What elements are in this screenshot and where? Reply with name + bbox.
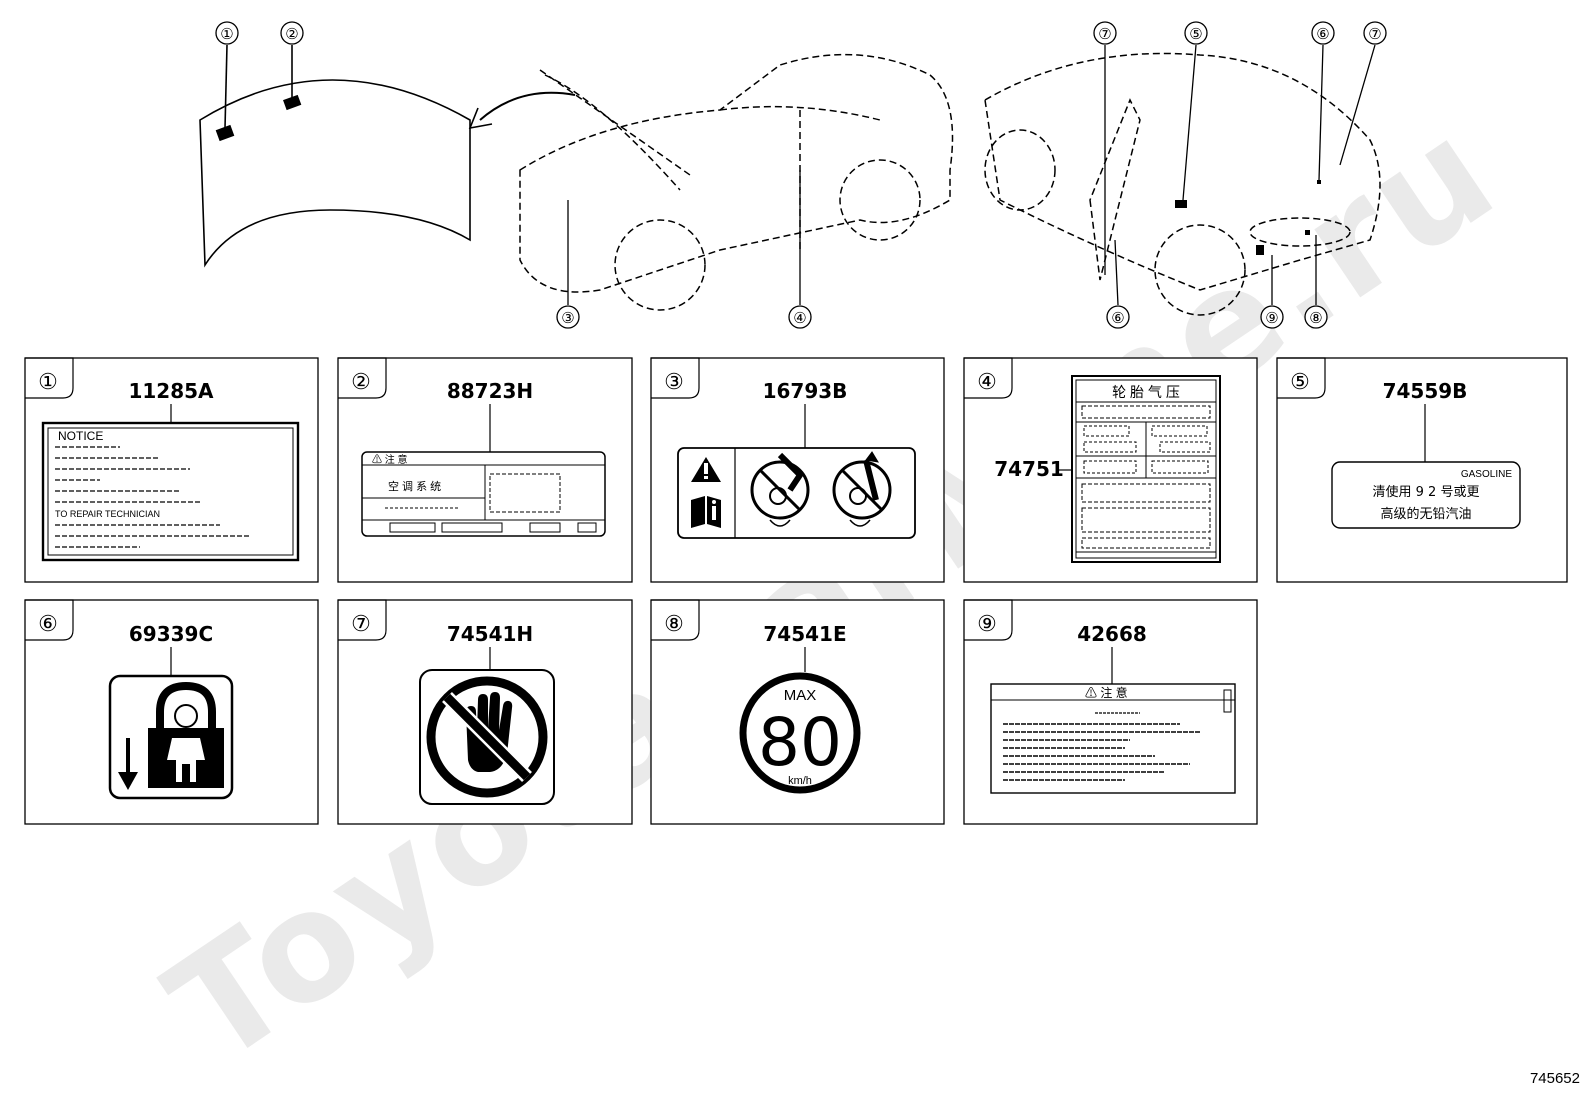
panel-8: ⑧ 74541E MAX 80 km/h bbox=[650, 599, 945, 825]
rear-car-illustration bbox=[984, 52, 1381, 316]
speed-limit-value: 80 bbox=[758, 704, 842, 781]
panel-2: ② 88723H ⚠ 注 意 空 调 系 统 bbox=[337, 357, 633, 583]
hood-callouts: ① ② bbox=[215, 21, 304, 45]
tire-pressure-label bbox=[1071, 375, 1221, 563]
callout-1-hood: ① bbox=[220, 26, 233, 43]
rear-car-callouts: ⑦ ⑤ ⑥ ⑦ ⑥ ⑨ ⑧ bbox=[1093, 21, 1387, 329]
panel-1-index: ① bbox=[38, 369, 58, 394]
notice-heading: NOTICE bbox=[58, 429, 103, 443]
callout-5-car: ⑤ bbox=[1189, 26, 1202, 43]
callout-6-car-bottom: ⑥ bbox=[1111, 310, 1124, 327]
hood-illustration bbox=[199, 44, 576, 268]
tire-label-heading: 轮 胎 气 压 bbox=[1112, 384, 1180, 400]
panel-7-part-number: 74541H bbox=[447, 622, 533, 646]
panel-9: ⑨ 42668 ⚠ 注 意 bbox=[963, 599, 1258, 825]
callout-4-car: ④ bbox=[793, 310, 806, 327]
panel-9-index: ⑨ bbox=[977, 611, 997, 636]
panel-3-index: ③ bbox=[664, 369, 684, 394]
rear-car-markers bbox=[1175, 180, 1321, 255]
speed-limit-unit: km/h bbox=[788, 775, 812, 787]
ac-label-system: 空 调 系 统 bbox=[388, 479, 441, 493]
no-child-seat-icon bbox=[832, 451, 892, 527]
panel-6-index: ⑥ bbox=[38, 611, 58, 636]
panel-2-part-number: 88723H bbox=[447, 379, 533, 403]
front-car-illustration bbox=[519, 53, 954, 311]
panel-2-index: ② bbox=[351, 369, 371, 394]
child-lock-icon bbox=[108, 674, 234, 800]
panel-8-part-number: 74541E bbox=[763, 622, 846, 646]
panel-9-part-number: 42668 bbox=[1077, 622, 1147, 646]
gasoline-label-line2: 高级的无铅汽油 bbox=[1380, 506, 1471, 522]
manual-book-icon bbox=[691, 496, 721, 528]
document-number: 745652 bbox=[1529, 1070, 1580, 1087]
notice-label bbox=[41, 421, 300, 562]
airbag-warning-label bbox=[677, 447, 916, 539]
panel-7-index: ⑦ bbox=[351, 611, 371, 636]
panel-1: ① 11285A NOTICE TO REPAIR TECHNICIAN bbox=[24, 357, 319, 583]
callout-7-car-left: ⑦ bbox=[1098, 26, 1111, 43]
gasoline-label-heading: GASOLINE bbox=[1461, 469, 1512, 480]
gasoline-label bbox=[1331, 461, 1521, 529]
panel-8-index: ⑧ bbox=[664, 611, 684, 636]
no-rear-facing-seat-icon bbox=[750, 452, 810, 527]
callout-7-car-right: ⑦ bbox=[1368, 26, 1381, 43]
front-car-leaders bbox=[567, 170, 801, 305]
gasoline-label-line1: 清使用 9 2 号或更 bbox=[1373, 484, 1480, 500]
callout-3-car: ③ bbox=[561, 310, 574, 327]
panel-5-part-number: 74559B bbox=[1383, 379, 1468, 403]
caution-label bbox=[990, 683, 1236, 794]
panel-6: ⑥ 69339C bbox=[24, 599, 319, 825]
panel-7: ⑦ 74541H bbox=[337, 599, 633, 825]
caution-label-heading: ⚠ 注 意 bbox=[1085, 685, 1128, 700]
panel-1-part-number: 11285A bbox=[128, 379, 214, 403]
callout-6-car-top: ⑥ bbox=[1316, 26, 1329, 43]
callout-9-car: ⑨ bbox=[1265, 310, 1278, 327]
ac-system-label bbox=[361, 451, 606, 537]
panel-5: ⑤ 74559B GASOLINE 清使用 9 2 号或更 高级的无铅汽油 bbox=[1276, 357, 1568, 583]
panel-4: ④ 74751 轮 胎 气 压 bbox=[963, 357, 1258, 583]
panel-3-part-number: 16793B bbox=[763, 379, 848, 403]
ac-label-caution: ⚠ 注 意 bbox=[372, 453, 408, 466]
panel-6-part-number: 69339C bbox=[129, 622, 213, 646]
callout-2-hood: ② bbox=[285, 26, 298, 43]
no-hand-icon bbox=[419, 669, 555, 805]
speed-limit-sign: MAX 80 km/h bbox=[739, 672, 861, 794]
rear-car-leaders bbox=[1104, 44, 1376, 306]
callout-8-car: ⑧ bbox=[1309, 310, 1322, 327]
notice-technician-line: TO REPAIR TECHNICIAN bbox=[55, 509, 160, 519]
panel-3: ③ 16793B bbox=[650, 357, 945, 583]
panel-4-part-number: 74751 bbox=[994, 457, 1064, 481]
panel-5-index: ⑤ bbox=[1290, 369, 1310, 394]
panel-4-index: ④ bbox=[977, 369, 997, 394]
speed-limit-max: MAX bbox=[784, 687, 817, 704]
front-car-callouts: ③ ④ bbox=[556, 305, 812, 329]
